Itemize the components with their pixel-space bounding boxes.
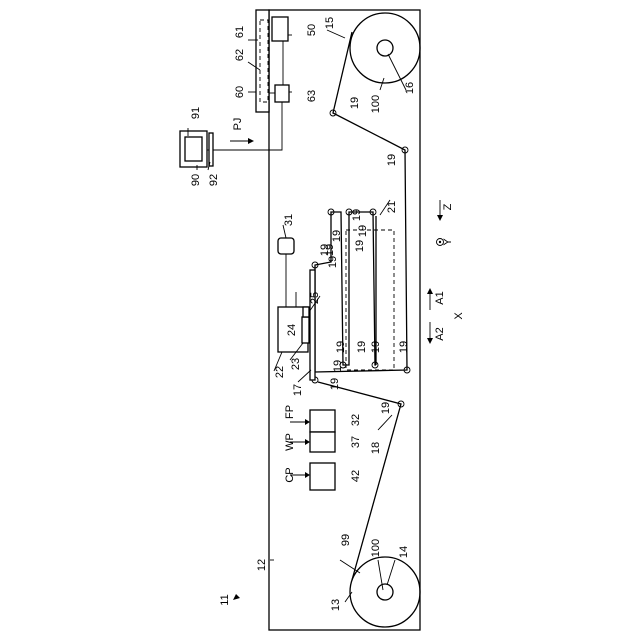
label-l60: 60 [234, 86, 246, 98]
label-pj: PJ [232, 118, 244, 131]
label-r14: 19 [332, 360, 344, 372]
label-l91: 91 [190, 107, 202, 119]
label-l16: 16 [404, 82, 416, 94]
label-l31: 31 [283, 214, 295, 226]
roll-13-core [377, 584, 393, 600]
head-25 [303, 307, 309, 317]
label-l24: 24 [286, 324, 298, 336]
wp-arrowhead [305, 439, 310, 445]
label-l22: 22 [274, 366, 286, 378]
label-l100b: 100 [370, 95, 382, 113]
label-l11: 11 [219, 594, 231, 605]
label-l15: 15 [324, 17, 336, 29]
head-23 [302, 317, 309, 343]
label-l23: 23 [290, 358, 302, 370]
label-r9: 19 [319, 244, 331, 256]
z-axis-arrowhead [437, 215, 443, 221]
label-l99: 99 [340, 534, 352, 546]
platen-17 [310, 270, 315, 380]
label-l12: 12 [256, 559, 268, 571]
label-l62: 62 [234, 49, 246, 61]
labels: 11 12 13 14 15 16 17 18 21 22 23 24 25 31 32 37 42 50 60 61… [190, 17, 465, 611]
roll-15-core [377, 40, 393, 56]
display-91 [185, 137, 202, 161]
cp-arrowhead [305, 472, 310, 478]
roll-15-outer [350, 13, 420, 83]
pj-arrowhead [248, 138, 254, 144]
label-l42: 42 [350, 470, 362, 482]
label-r8: 19 [327, 256, 339, 268]
label-l90: 90 [190, 174, 202, 186]
label-r2: 19 [386, 154, 398, 166]
label-l17: 17 [292, 384, 304, 396]
label-fp: FP [284, 405, 296, 419]
label-cp: CP [284, 467, 296, 482]
label-l32: 32 [350, 414, 362, 426]
block-42 [310, 463, 335, 490]
label-l92: 92 [208, 174, 220, 186]
label-wp: WP [284, 433, 296, 451]
label-l100a: 100 [370, 539, 382, 557]
label-l18: 18 [370, 442, 382, 454]
fp-arrowhead [305, 419, 310, 425]
label-r12: 19 [370, 341, 382, 353]
roll-13-outer [350, 557, 420, 627]
label-r15: 19 [329, 378, 341, 390]
label-l25: 25 [309, 292, 321, 304]
label-r5: 19 [351, 209, 363, 221]
label-l63: 63 [306, 90, 318, 102]
label-r7: 19 [354, 240, 366, 252]
label-l21: 21 [386, 201, 398, 213]
block-31 [278, 238, 294, 254]
a1-arrowhead [427, 288, 433, 294]
unit-60 [256, 10, 269, 112]
a2-arrowhead [427, 338, 433, 344]
label-l61: 61 [234, 26, 246, 38]
y-axis-dot [439, 241, 441, 243]
label-x: X [453, 312, 465, 320]
label-a2: A2 [434, 327, 446, 340]
label-r16: 19 [380, 402, 392, 414]
label-l37: 37 [350, 436, 362, 448]
label-r1: 19 [349, 97, 361, 109]
cable-to-computer [213, 102, 282, 150]
block-37 [310, 432, 335, 452]
label-a1: A1 [434, 291, 446, 304]
label-z: Z [442, 203, 454, 210]
label-r11: 19 [356, 341, 368, 353]
label-y: Y [442, 238, 454, 246]
block-50 [272, 17, 288, 41]
keyboard-92 [209, 133, 213, 166]
block-32 [310, 410, 335, 432]
label-r13: 19 [398, 341, 410, 353]
label-l13: 13 [330, 599, 342, 611]
label-l50: 50 [306, 24, 318, 36]
block-63 [275, 85, 289, 102]
label-r6: 19 [357, 225, 369, 237]
label-l14: 14 [398, 546, 410, 558]
label-r10: 19 [335, 341, 347, 353]
label-r4: 19 [331, 230, 343, 242]
